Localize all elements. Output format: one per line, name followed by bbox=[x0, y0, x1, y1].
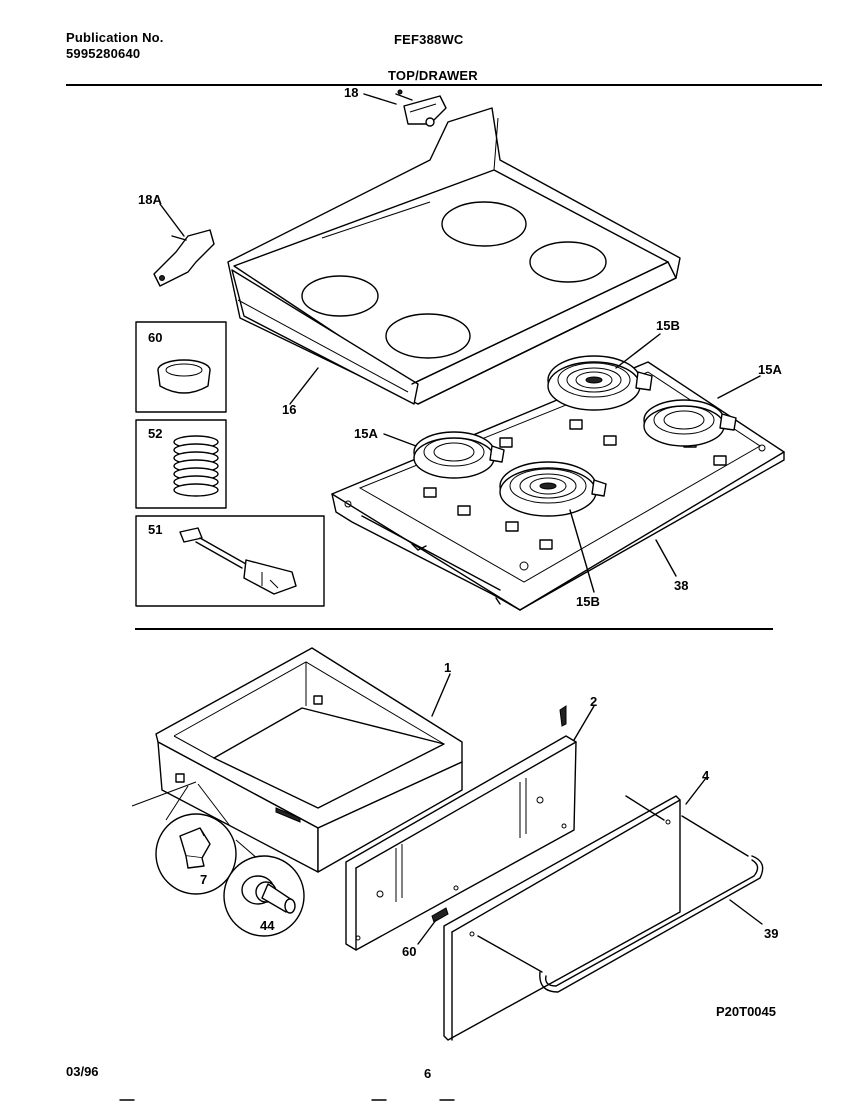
footer-page-number: 6 bbox=[424, 1066, 431, 1081]
drawer-body bbox=[155, 647, 463, 873]
callout-2: 2 bbox=[590, 694, 597, 709]
figure-code: P20T0045 bbox=[716, 1004, 776, 1019]
drawer-front-panel bbox=[345, 735, 577, 951]
callout-15a-left: 15A bbox=[354, 426, 378, 441]
callout-15b-bottom: 15B bbox=[576, 594, 600, 609]
publication-label: Publication No. bbox=[66, 30, 164, 45]
drawer-outer-panel bbox=[443, 795, 681, 1041]
callout-39: 39 bbox=[764, 926, 778, 941]
burner-15a-left bbox=[413, 431, 505, 479]
callout-18a: 18A bbox=[138, 192, 162, 207]
detail-circle-44 bbox=[223, 855, 305, 937]
callout-16: 16 bbox=[282, 402, 296, 417]
callout-18: 18 bbox=[344, 85, 358, 100]
inset-box-51 bbox=[135, 515, 325, 607]
inset-box-60 bbox=[135, 321, 227, 413]
footer-date: 03/96 bbox=[66, 1064, 99, 1079]
callout-38: 38 bbox=[674, 578, 688, 593]
callout-52: 52 bbox=[148, 426, 162, 441]
callout-15a-right: 15A bbox=[758, 362, 782, 377]
cooktop-glass-top bbox=[227, 107, 681, 405]
drawer-handle bbox=[477, 815, 764, 993]
model-number: FEF388WC bbox=[394, 32, 464, 47]
burner-15a-right bbox=[643, 399, 737, 447]
section-title: TOP/DRAWER bbox=[388, 68, 478, 83]
detail-circle-7 bbox=[155, 813, 237, 895]
callout-60-screw: 60 bbox=[402, 944, 416, 959]
callout-51: 51 bbox=[148, 522, 162, 537]
inset-box-52 bbox=[135, 419, 227, 509]
hinge-bracket-18a bbox=[153, 229, 215, 287]
publication-number: 5995280640 bbox=[66, 46, 141, 61]
callout-4: 4 bbox=[702, 768, 710, 783]
callout-60-box: 60 bbox=[148, 330, 162, 345]
callout-7: 7 bbox=[200, 872, 207, 887]
callout-1: 1 bbox=[444, 660, 451, 675]
callout-15b-top: 15B bbox=[656, 318, 680, 333]
callout-44: 44 bbox=[260, 918, 275, 933]
header-rule bbox=[66, 84, 822, 86]
section-divider bbox=[135, 628, 773, 630]
burner-15b-bottom bbox=[499, 461, 607, 517]
hinge-bracket-18 bbox=[395, 89, 447, 127]
